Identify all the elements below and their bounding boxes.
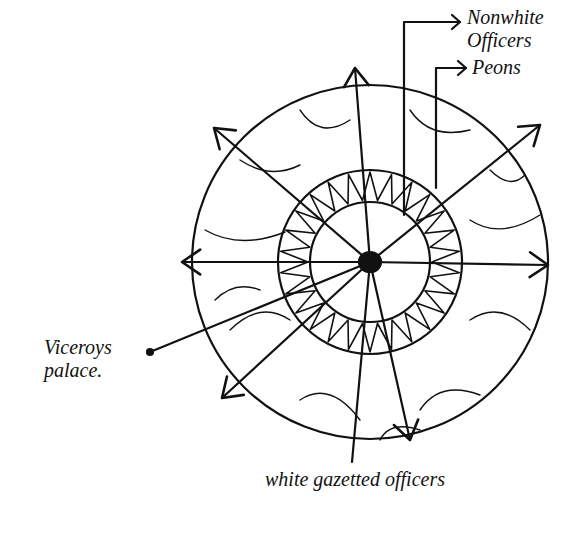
arrow-head — [344, 68, 369, 87]
band-line — [215, 287, 260, 300]
radial-arrow — [222, 262, 370, 398]
band-line — [205, 230, 285, 241]
leader-head — [452, 15, 460, 29]
callout-label: Peons — [472, 56, 552, 79]
arrow-head — [394, 420, 418, 440]
radial-arrow — [370, 262, 410, 440]
radial-arrow — [355, 68, 370, 262]
callout-label: Viceroys palace. — [44, 336, 144, 382]
radial-arrow — [370, 125, 540, 262]
band-line — [300, 110, 350, 128]
band-line — [300, 393, 360, 420]
radial-arrow — [370, 262, 548, 265]
arrow-head — [182, 250, 200, 275]
band-line — [410, 110, 470, 133]
band-line — [470, 215, 540, 229]
arrow-head — [222, 377, 244, 398]
radial-arrow — [182, 261, 370, 263]
band-line — [240, 160, 300, 171]
band-line — [420, 390, 480, 410]
arrow-head — [530, 252, 548, 277]
callout-label: Nonwhite Officers — [467, 6, 577, 52]
leader-line — [150, 262, 370, 352]
band-line — [490, 170, 525, 181]
radial-arrow — [214, 128, 370, 262]
leader-line — [436, 68, 466, 188]
leader-line — [404, 22, 460, 215]
leader-dot — [147, 349, 153, 355]
leader-line — [352, 262, 370, 462]
arrow-head — [214, 128, 236, 149]
band-line — [470, 312, 530, 330]
leader-head — [458, 61, 466, 75]
center-dot — [359, 252, 381, 272]
callout-label: white gazetted officers — [255, 468, 455, 491]
arrow-head — [518, 125, 540, 146]
